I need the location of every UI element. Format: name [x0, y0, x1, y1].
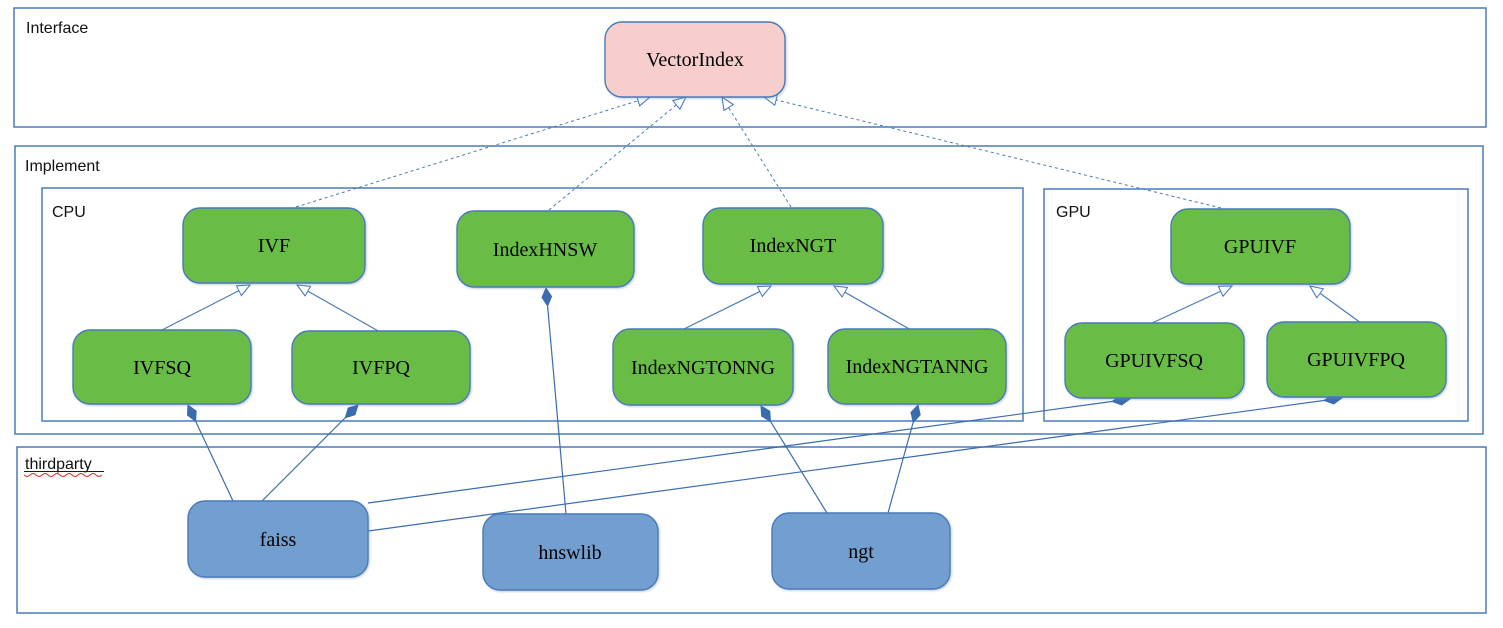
container-gpu-label: GPU [1056, 204, 1091, 221]
node-indexhnsw-label: IndexHNSW [493, 239, 598, 261]
node-hnswlib[interactable]: hnswlib [482, 513, 659, 591]
node-hnswlib-label: hnswlib [538, 542, 601, 564]
node-ivfpq[interactable]: IVFPQ [291, 330, 471, 405]
node-indexngtanng-box[interactable] [827, 328, 1007, 405]
node-ivf-box[interactable] [182, 207, 366, 284]
edge-indexngt-realizes-vectorindex [722, 97, 792, 208]
container-cpu-label: CPU [52, 204, 86, 221]
node-vectorindex-box[interactable] [604, 21, 786, 98]
edge-gpuivfsq-composes-faiss [367, 399, 1130, 504]
node-ngt[interactable]: ngt [771, 512, 951, 590]
edge-indexngtanng-inherits-indexngt [834, 286, 912, 331]
node-vectorindex-label: VectorIndex [646, 49, 744, 71]
node-ivfsq[interactable]: IVFSQ [72, 329, 252, 405]
node-ivf-label: IVF [258, 235, 290, 257]
node-gpuivfsq-label: GPUIVFSQ [1105, 350, 1203, 372]
edge-gpuivfpq-inherits-gpuivf [1310, 286, 1362, 324]
edge-gpuivf-realizes-vectorindex [764, 97, 1222, 209]
container-implement-label: Implement [25, 158, 100, 175]
node-ivfsq-label: IVFSQ [133, 357, 191, 379]
node-gpuivfpq-box[interactable] [1266, 321, 1447, 398]
edge-indexngtanng-composes-ngt [887, 405, 918, 514]
node-indexngt-box[interactable] [702, 207, 884, 285]
edge-ivf-realizes-vectorindex [295, 97, 650, 208]
node-gpuivf-box[interactable] [1170, 208, 1351, 285]
node-ivfpq-box[interactable] [291, 330, 471, 405]
node-gpuivf-label: GPUIVF [1224, 236, 1296, 258]
node-indexngt[interactable]: IndexNGT [702, 207, 884, 285]
node-gpuivfpq-label: GPUIVFPQ [1307, 349, 1405, 371]
node-indexhnsw[interactable]: IndexHNSW [456, 210, 635, 288]
node-gpuivfsq-box[interactable] [1064, 322, 1245, 399]
node-ngt-label: ngt [848, 541, 874, 563]
node-indexngtonng[interactable]: IndexNGTONNG [612, 328, 794, 406]
node-indexngtonng-label: IndexNGTONNG [631, 357, 775, 379]
edge-indexngtonng-composes-ngt [761, 406, 828, 514]
node-indexngt-label: IndexNGT [750, 235, 837, 257]
node-gpuivfpq[interactable]: GPUIVFPQ [1266, 321, 1447, 398]
node-gpuivf[interactable]: GPUIVF [1170, 208, 1351, 285]
thirdparty-spellcheck-squiggle-icon [23, 473, 103, 477]
edge-ivfpq-inherits-ivf [297, 285, 381, 333]
node-indexngtanng-label: IndexNGTANNG [846, 356, 989, 378]
node-indexhnsw-box[interactable] [456, 210, 635, 288]
node-vectorindex[interactable]: VectorIndex [604, 21, 786, 98]
node-ivfsq-box[interactable] [72, 329, 252, 405]
container-thirdparty-label: thirdparty [25, 456, 92, 473]
edge-gpuivfpq-composes-faiss [367, 398, 1342, 532]
node-ngt-box[interactable] [771, 512, 951, 590]
node-faiss[interactable]: faiss [187, 500, 369, 578]
node-ivfpq-label: IVFPQ [352, 357, 410, 379]
edge-ivfpq-composes-faiss [261, 405, 358, 502]
edge-ivfsq-inherits-ivf [159, 285, 250, 332]
node-faiss-box[interactable] [187, 500, 369, 578]
node-indexngtanng[interactable]: IndexNGTANNG [827, 328, 1007, 405]
node-hnswlib-box[interactable] [482, 513, 659, 591]
node-faiss-label: faiss [260, 529, 297, 551]
node-ivf[interactable]: IVF [182, 207, 366, 284]
edge-ivfsq-composes-faiss [188, 405, 234, 502]
node-indexngtonng-box[interactable] [612, 328, 794, 406]
edge-gpuivfsq-inherits-gpuivf [1149, 286, 1232, 325]
edge-indexngtonng-inherits-indexngt [681, 286, 771, 331]
node-gpuivfsq[interactable]: GPUIVFSQ [1064, 322, 1245, 399]
container-interface-label: Interface [26, 20, 88, 37]
